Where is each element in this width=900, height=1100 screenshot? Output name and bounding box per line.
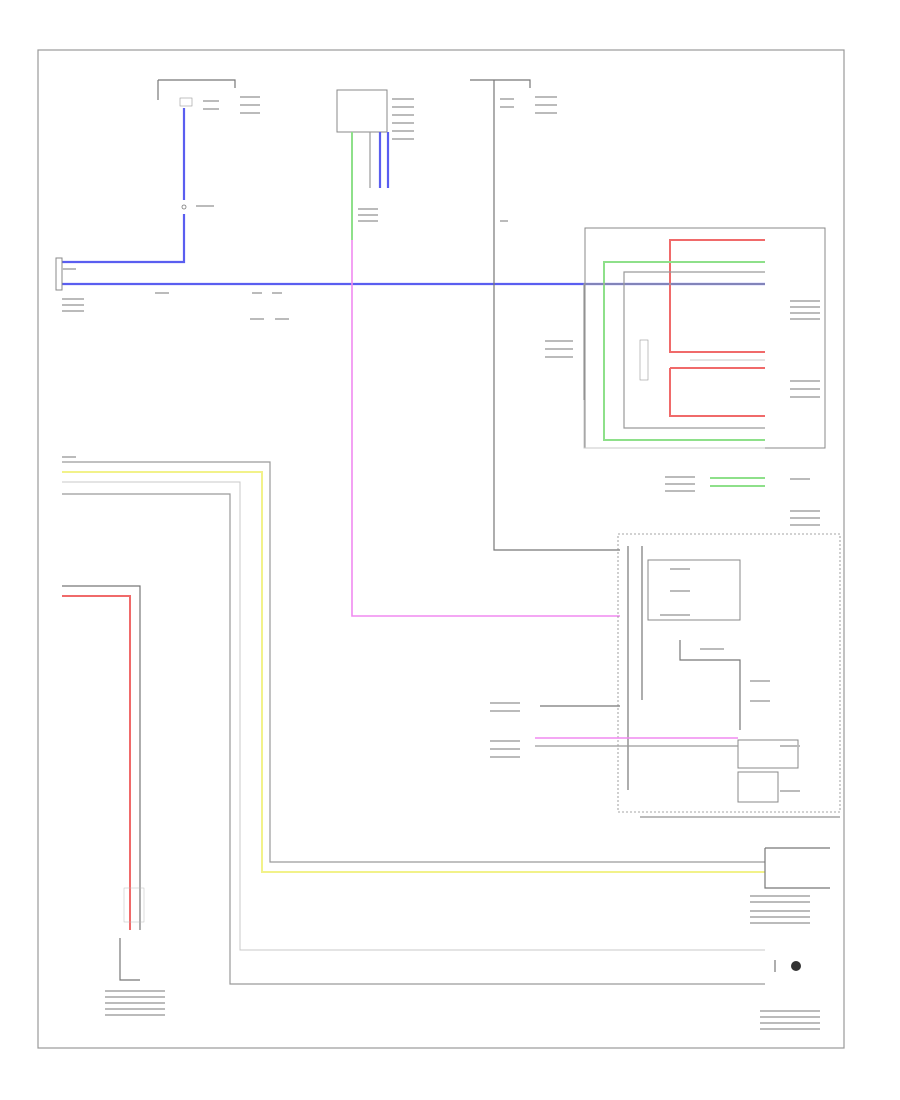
combination-meter	[617, 533, 841, 818]
bottom-right-connector	[750, 847, 830, 1030]
left-connector-wires	[62, 456, 765, 985]
left-red-pair	[62, 585, 165, 1016]
top-mid-connector	[470, 79, 620, 551]
diagram-border	[37, 49, 845, 1049]
pink-wire-long	[351, 240, 620, 617]
meter-lower-connector	[490, 702, 738, 758]
top-left-connector	[157, 79, 260, 114]
top-sensor-box	[336, 89, 414, 188]
right-module	[545, 227, 826, 449]
blue-wire-vertical	[62, 108, 186, 264]
mid-right-connector	[665, 476, 820, 526]
